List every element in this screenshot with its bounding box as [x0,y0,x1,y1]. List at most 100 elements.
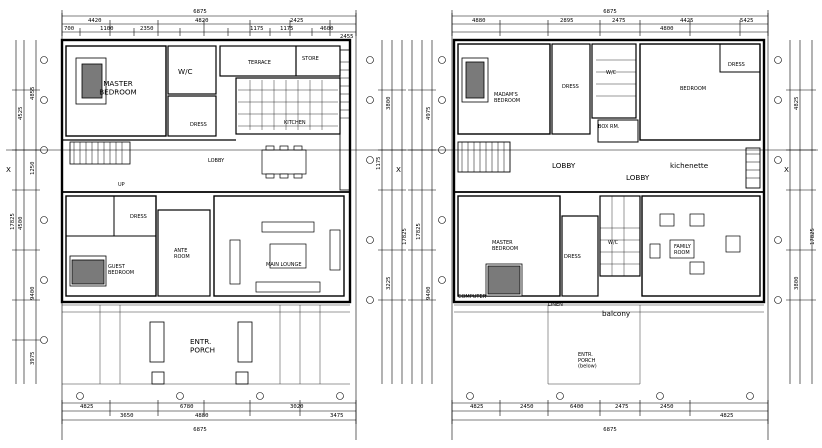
room-label: W/C [606,70,617,76]
dim-top-overall: 6875 [193,9,206,15]
family-room-furniture [649,213,741,275]
section-mark: X [784,165,789,174]
bed-madam [461,57,489,103]
dim-top: 4425 [680,18,693,24]
room-label: W/C [178,67,193,76]
bed-guest [69,255,107,287]
room-label: TERRACE [247,60,271,66]
wc-tiles [596,59,640,276]
dim-bottom-overall: 6875 [193,427,206,433]
dim-top: 4420 [88,18,101,24]
dim-bottom-overall: 6875 [603,427,616,433]
room-label: ENTR.PORCH [190,337,215,354]
room-label-line: BEDROOM [108,270,134,276]
kitchen-tiles [238,80,338,130]
room-label-line: GUEST [108,264,126,270]
stair-treads [461,142,760,179]
room-label-line: ANTE [174,248,187,254]
room-label: DRESS [130,214,147,220]
dim-top: 2350 [140,26,153,32]
room-label-line: ENTR. [190,337,211,346]
room-label: ENTR.PORCH(below) [578,352,597,370]
first-floor-plan: 6875 4880 2895 2475 4800 5425 4425 6875 … [408,9,818,440]
dim-right: 3800 [386,97,392,110]
section-mark: X [396,165,401,174]
grid-bubbles [438,56,782,400]
dim-top: 1175 [250,26,263,32]
dim-left: 17825 [416,223,422,240]
room-label-line: PORCH [190,345,215,354]
dim-top: 2425 [290,18,303,24]
room-label: MAIN LOUNGE [266,262,302,268]
ground-floor-plan: 6875 4420 4820 2350 2425 1175 1175 4600 … [6,9,410,440]
bed-master [75,57,107,105]
porch-grid [454,304,764,385]
dim-top: 1175 [280,26,293,32]
room-label: BEDROOM [680,86,706,92]
dim-top: 4880 [472,18,485,24]
dim-bottom: 2450 [520,404,533,410]
dim-left: 4500 [18,217,24,230]
room-label: W/C [608,240,619,246]
room-label: LOBBY [208,158,225,164]
room-label: DRESS [562,84,579,90]
dim-left: 9400 [30,287,36,300]
dim-bottom: 6400 [570,404,583,410]
porch-columns [149,321,253,385]
dim-top-overall: 6875 [603,9,616,15]
dim-top: 4800 [660,26,673,32]
room-label: COMPUTER [458,294,487,300]
room-label-line: MADAM'S [494,92,518,98]
dim-top: 700 [64,26,74,32]
dim-top: 1100 [100,26,113,32]
room-label: BOX RM. [598,124,620,130]
room-label-line: ROOM [174,254,190,260]
dim-bottom: 2450 [660,404,673,410]
dim-left: 1250 [30,162,36,175]
room-label: STORE [302,56,319,62]
section-mark: X [6,165,11,174]
lounge-furniture [229,221,341,293]
dim-bottom: 4880 [195,413,208,419]
room-label-line: MASTER [103,79,133,88]
dim-bottom: 3650 [120,413,133,419]
dim-top: 5425 [740,18,753,24]
room-label: balcony [602,309,631,318]
dim-left: 9400 [426,287,432,300]
stair-treads [73,61,350,164]
dim-bottom: 3020 [290,404,303,410]
dim-top: 4820 [195,18,208,24]
room-label: DRESS [728,62,745,68]
room-label-line: FAMILY [674,244,692,250]
dim-top: 2895 [560,18,573,24]
dim-bottom: 2475 [615,404,628,410]
room-label: kichenette [670,161,709,170]
room-label: UP [118,182,125,188]
room-label-line: ROOM [674,250,690,256]
dim-right: 3225 [386,277,392,290]
room-label: LINEN [548,302,563,308]
dim-left: 4525 [18,107,24,120]
dim-right: 3800 [794,277,800,290]
room-label-line: BEDROOM [99,87,137,96]
room-label: KITCHEN [284,120,306,126]
room-label-line: PORCH [578,358,596,364]
room-label-line: BEDROOM [494,98,520,104]
walls [452,38,766,304]
dim-left: 4855 [30,87,36,100]
dim-right: 4825 [794,97,800,110]
dim-left: 17825 [10,213,16,230]
room-label-line: MASTER [492,240,513,246]
room-label-line: ENTR. [578,352,593,358]
porch-grid [62,304,350,385]
walls [60,38,352,304]
dim-right: 1175 [376,157,382,170]
